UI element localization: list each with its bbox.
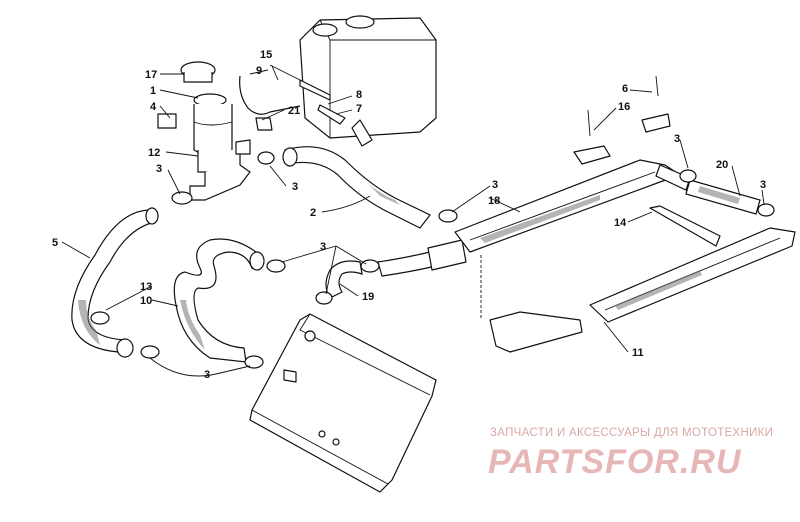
hose-5	[71, 207, 159, 358]
callout-13: 13	[140, 281, 152, 293]
callout-11: 11	[632, 347, 644, 359]
cooler-rail-18	[454, 159, 681, 253]
hose-2	[282, 146, 431, 229]
callout-8: 8	[356, 89, 362, 101]
callout-18: 18	[488, 195, 500, 207]
callout-14: 14	[614, 217, 627, 229]
callout-3-f: 3	[674, 133, 680, 145]
heat-exchanger-plate	[249, 313, 437, 493]
watermark-logo: PARTSFOR.RU	[488, 443, 742, 481]
cooler-bracket-14	[649, 205, 721, 247]
hose-rail-connector	[377, 239, 467, 277]
callout-labels: 17 1 4 12 3 15 9 21 8 7 3 2 5 3 18 3 13 …	[52, 49, 766, 381]
callout-17: 17	[145, 69, 157, 81]
callout-2: 2	[310, 207, 316, 219]
callout-3-g: 3	[760, 179, 766, 191]
callout-4: 4	[150, 101, 157, 113]
callout-7: 7	[356, 103, 362, 115]
hose-20	[655, 164, 761, 215]
callout-20: 20	[716, 159, 728, 171]
bleeder-screws	[573, 75, 671, 165]
reservoir-tank	[299, 15, 437, 147]
callout-9: 9	[256, 65, 262, 77]
callout-12: 12	[148, 147, 160, 159]
watermark-caption: ЗАПЧАСТИ И АКСЕССУАРЫ ДЛЯ МОТОТЕХНИКИ	[490, 427, 774, 439]
callout-3-d: 3	[320, 241, 326, 253]
leader-lines	[61, 65, 765, 377]
callout-15: 15	[260, 49, 272, 61]
cooler-rail-11	[489, 227, 796, 353]
clamps	[90, 151, 775, 369]
callout-3-b: 3	[292, 181, 298, 193]
callout-21: 21	[288, 105, 300, 117]
hose-10	[173, 238, 265, 363]
pressure-tank	[157, 61, 251, 201]
callout-3-c: 3	[492, 179, 498, 191]
callout-1: 1	[150, 85, 156, 97]
callout-5: 5	[52, 237, 58, 249]
callout-3-e: 3	[204, 369, 210, 381]
callout-3-a: 3	[156, 163, 162, 175]
hose-19	[325, 260, 363, 299]
callout-10: 10	[140, 295, 152, 307]
callout-6: 6	[622, 83, 628, 95]
callout-16: 16	[618, 101, 630, 113]
callout-19: 19	[362, 291, 374, 303]
